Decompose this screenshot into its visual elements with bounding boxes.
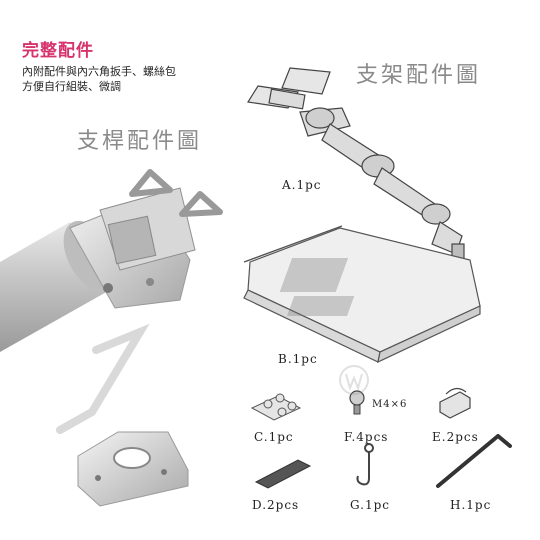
- screw: [349, 390, 365, 415]
- monitor-arm: [247, 67, 465, 275]
- base-plate-photo: [77, 431, 189, 507]
- page-title: 完整配件: [22, 41, 94, 61]
- allen-key-faded: [56, 323, 150, 434]
- part-label-d: D.2pcs: [252, 498, 300, 512]
- hook: [356, 443, 374, 486]
- description-line-1: 內附配件與內六角扳手、螺絲包: [22, 65, 176, 78]
- part-label-e: E.2pcs: [432, 430, 479, 444]
- adhesive-strip: [254, 459, 312, 489]
- laptop-tray: [243, 225, 481, 364]
- part-label-h: H.1pc: [450, 498, 492, 512]
- arm-parts-heading: 支架配件圖: [356, 63, 482, 88]
- part-label-g: G.1pc: [350, 498, 391, 512]
- description-line-2: 方便自行組裝、微調: [22, 80, 121, 93]
- screw-spec: M4×6: [372, 399, 408, 410]
- pole-clamp-photo: [0, 169, 223, 352]
- watermark-logo: [339, 365, 369, 395]
- part-label-a: A.1pc: [282, 178, 322, 192]
- pole-parts-heading: 支桿配件圖: [77, 129, 203, 154]
- cable-clip: [439, 387, 471, 419]
- allen-key: [436, 434, 512, 488]
- rubber-pads: [250, 393, 302, 421]
- part-label-b: B.1pc: [278, 352, 318, 366]
- part-label-f: F.4pcs: [344, 430, 389, 444]
- part-label-c: C.1pc: [254, 430, 294, 444]
